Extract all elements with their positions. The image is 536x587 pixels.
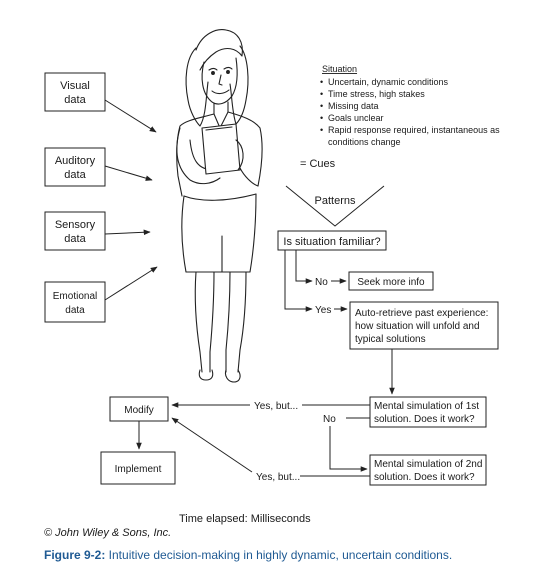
arrow-auditory-to-person	[104, 165, 153, 181]
figure-number: Figure 9-2:	[44, 548, 106, 562]
sim2-line1: Mental simulation of 2nd	[374, 459, 482, 470]
no-label: No	[315, 277, 328, 288]
input-sensory-data: Sensory data	[44, 211, 106, 251]
situation-bullet: Time stress, high stakes	[328, 89, 425, 99]
figure-caption: Figure 9-2: Intuitive decision-making in…	[44, 548, 452, 562]
bullet-dot: •	[320, 113, 323, 123]
cues-label: = Cues	[300, 158, 336, 170]
copyright-notice: © John Wiley & Sons, Inc.	[44, 527, 172, 539]
familiar-label: Is situation familiar?	[283, 236, 380, 248]
time-elapsed-label: Time elapsed: Milliseconds	[179, 513, 311, 525]
bullet-dot: •	[320, 125, 323, 135]
sim1-no-label: No	[323, 414, 336, 425]
yes-label: Yes	[315, 305, 331, 316]
situation-bullet: Goals unclear	[328, 113, 384, 123]
yes-but-label-1: Yes, but...	[254, 401, 298, 412]
input-auditory-data: Auditory data	[44, 147, 106, 187]
visual-label-line1: Visual	[60, 80, 90, 92]
implement-box	[100, 451, 176, 485]
visual-label-line2: data	[64, 94, 86, 106]
implement-label: Implement	[115, 464, 162, 475]
figure-caption-text: Intuitive decision-making in highly dyna…	[105, 548, 453, 562]
sim2-box	[369, 454, 487, 486]
sim1-box	[369, 396, 487, 428]
situation-bullet: Uncertain, dynamic conditions	[328, 77, 449, 87]
modify-box	[109, 396, 169, 422]
arrow-sensory-to-person	[104, 229, 151, 236]
bullet-dot: •	[320, 101, 323, 111]
sensory-label-line1: Sensory	[55, 219, 96, 231]
situation-bullet: conditions change	[328, 137, 401, 147]
auto-retrieve-line3: typical solutions	[355, 334, 426, 345]
situation-heading: Situation	[322, 64, 357, 74]
sensory-label-line2: data	[64, 233, 86, 245]
arrow-emotional-to-person	[104, 266, 158, 301]
emotional-label-line2: data	[65, 305, 85, 316]
arrow-visual-to-person	[104, 99, 157, 133]
sim2-line2: solution. Does it work?	[374, 472, 475, 483]
auditory-label-line2: data	[64, 169, 86, 181]
modify-label: Modify	[124, 405, 153, 416]
arrow-yesbut2-to-modify	[171, 417, 253, 473]
woman-figure-illustration	[176, 29, 263, 383]
yes-but-label-2: Yes, but...	[256, 472, 300, 483]
auto-retrieve-box	[349, 301, 499, 350]
arrow-to-no	[295, 250, 313, 284]
sim1-line1: Mental simulation of 1st	[374, 401, 479, 412]
auto-retrieve-line2: how situation will unfold and	[355, 321, 480, 332]
sim1-line2: solution. Does it work?	[374, 414, 475, 425]
bullet-dot: •	[320, 77, 323, 87]
situation-bullet: Missing data	[328, 101, 379, 111]
seek-info-label: Seek more info	[357, 277, 425, 288]
input-emotional-data: Emotional data	[44, 281, 106, 323]
familiar-box	[277, 230, 387, 251]
funnel-shape	[285, 185, 385, 227]
input-visual-data: Visual data	[44, 72, 106, 112]
seek-info-box	[348, 271, 434, 291]
auditory-label-line1: Auditory	[55, 155, 96, 167]
situation-list: Situation • Uncertain, dynamic condition…	[320, 64, 500, 147]
auto-retrieve-line1: Auto-retrieve past experience:	[355, 308, 488, 319]
arrow-no-to-sim2	[329, 426, 368, 472]
arrow-to-yes	[284, 250, 313, 312]
bullet-dot: •	[320, 89, 323, 99]
situation-bullet: Rapid response required, instantaneous a…	[328, 125, 500, 135]
patterns-label: Patterns	[315, 195, 356, 207]
emotional-label-line1: Emotional	[53, 291, 97, 302]
